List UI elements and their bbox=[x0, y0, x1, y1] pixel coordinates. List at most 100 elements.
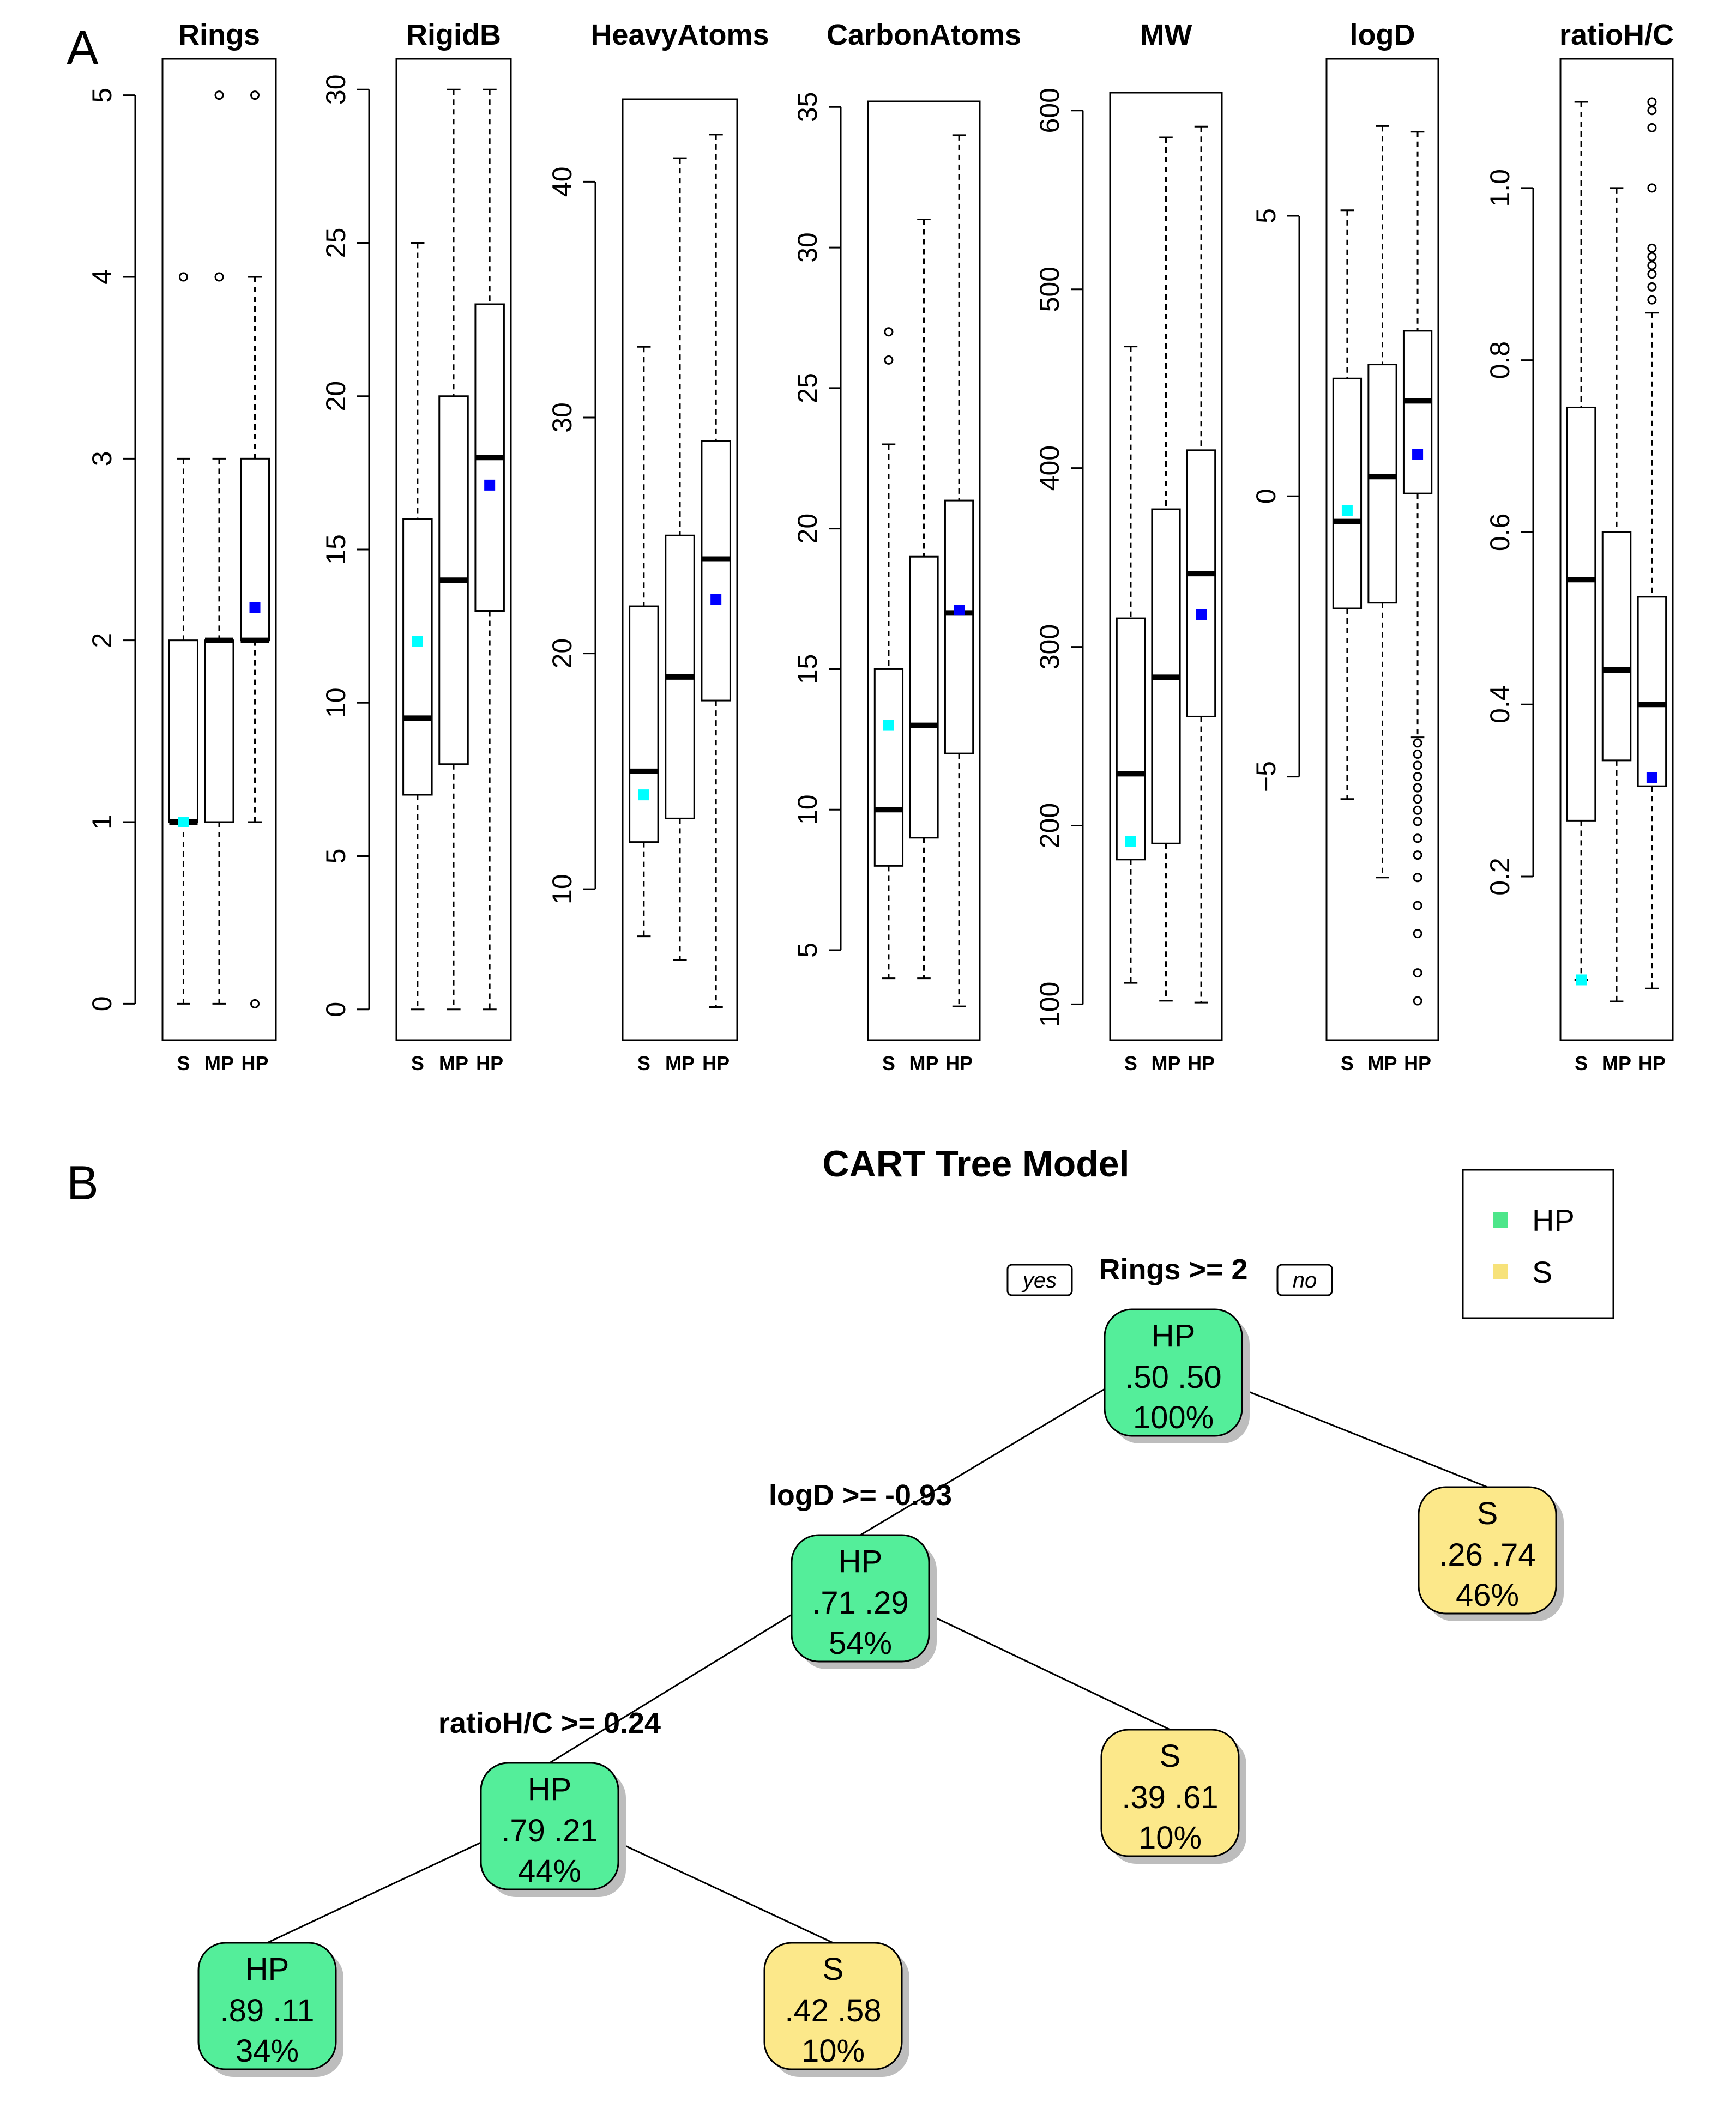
plot-frame bbox=[867, 100, 981, 1041]
y-tick-label: 0.6 bbox=[1485, 514, 1515, 552]
iqr-box bbox=[1186, 449, 1216, 717]
no-label: no bbox=[1293, 1269, 1317, 1292]
box-HP bbox=[474, 88, 505, 1011]
category-label: HP bbox=[242, 1052, 269, 1074]
box-MP bbox=[1367, 125, 1397, 879]
box-MP bbox=[1151, 136, 1181, 1002]
node-box bbox=[1104, 1308, 1243, 1437]
y-tick-label: 35 bbox=[792, 92, 823, 122]
tree-edge bbox=[618, 1841, 834, 1944]
node-box bbox=[197, 1942, 337, 2070]
tree-edge bbox=[860, 1388, 1105, 1536]
y-tick-label: 30 bbox=[321, 74, 351, 105]
tree-edge bbox=[549, 1614, 792, 1764]
y-tick-label: 0 bbox=[321, 1002, 351, 1017]
y-tick-label: 10 bbox=[547, 874, 577, 904]
y-tick-label: 0 bbox=[1251, 488, 1281, 504]
tree-edges bbox=[267, 1388, 1488, 1944]
legend-frame bbox=[1462, 1169, 1614, 1319]
outlier-point bbox=[884, 327, 894, 337]
mean-marker bbox=[1412, 449, 1424, 460]
node-class: S bbox=[1477, 1496, 1498, 1531]
outlier-point bbox=[1413, 833, 1422, 843]
plot-title: ratioH/C bbox=[1559, 19, 1674, 51]
no-box bbox=[1276, 1264, 1333, 1296]
category-label: HP bbox=[476, 1052, 503, 1074]
box-MP bbox=[204, 90, 234, 1005]
plot-title: MW bbox=[1140, 19, 1192, 51]
legend-swatch bbox=[1493, 1212, 1508, 1228]
outlier-point bbox=[1413, 968, 1422, 978]
outlier-point bbox=[214, 272, 224, 282]
category-label: HP bbox=[1404, 1052, 1431, 1074]
node-probs: .42 .58 bbox=[785, 1993, 881, 2028]
node-box bbox=[1418, 1486, 1557, 1615]
node-class: HP bbox=[1152, 1318, 1196, 1354]
outlier-point bbox=[1647, 261, 1657, 270]
mean-marker bbox=[1576, 974, 1587, 986]
y-tick-label: 1.0 bbox=[1485, 169, 1515, 207]
mean-marker bbox=[1125, 836, 1136, 848]
plot-frame bbox=[622, 98, 738, 1041]
outlier-point bbox=[1413, 760, 1422, 770]
outlier-point bbox=[1647, 183, 1657, 193]
iqr-box bbox=[402, 518, 433, 796]
box-HP bbox=[1186, 125, 1216, 1004]
y-tick-label: 0.8 bbox=[1485, 341, 1515, 379]
y-tick-label: 5 bbox=[792, 943, 823, 958]
box-S bbox=[629, 346, 659, 938]
plot-title: CarbonAtoms bbox=[827, 19, 1021, 51]
iqr-box bbox=[873, 668, 904, 867]
plot-title: Rings bbox=[178, 19, 260, 51]
category-label: S bbox=[637, 1052, 650, 1074]
outlier-point bbox=[1413, 805, 1422, 815]
plot-title: HeavyAtoms bbox=[590, 19, 769, 51]
iqr-box bbox=[1601, 531, 1632, 762]
node-percent: 10% bbox=[1138, 1820, 1202, 1856]
y-tick-label: 15 bbox=[792, 654, 823, 685]
node-class: S bbox=[823, 1952, 844, 1987]
legend-label: S bbox=[1532, 1255, 1552, 1289]
y-tick-label: 15 bbox=[321, 534, 351, 565]
plot-frame bbox=[1109, 92, 1223, 1041]
node-percent: 10% bbox=[801, 2033, 865, 2069]
y-tick-label: 30 bbox=[547, 402, 577, 433]
node-percent: 54% bbox=[829, 1626, 892, 1661]
legend-swatch bbox=[1493, 1264, 1508, 1279]
node-probs: .26 .74 bbox=[1439, 1537, 1535, 1573]
y-tick-label: 200 bbox=[1034, 803, 1065, 848]
node-probs: .89 .11 bbox=[220, 1993, 314, 2028]
category-label: HP bbox=[1188, 1052, 1215, 1074]
node-percent: 44% bbox=[518, 1853, 581, 1889]
node-percent: 46% bbox=[1456, 1578, 1519, 1613]
iqr-box bbox=[1402, 330, 1433, 494]
mean-marker bbox=[249, 602, 261, 613]
outlier-point bbox=[250, 999, 260, 1008]
y-tick-label: 20 bbox=[792, 514, 823, 544]
node-box bbox=[763, 1942, 903, 2070]
outlier-point bbox=[1413, 749, 1422, 759]
plot-frame bbox=[395, 58, 512, 1041]
category-label: MP bbox=[439, 1052, 468, 1074]
mean-marker bbox=[412, 636, 423, 647]
category-label: MP bbox=[1368, 1052, 1397, 1074]
y-tick-label: 3 bbox=[87, 451, 117, 466]
category-label: HP bbox=[1638, 1052, 1666, 1074]
box-MP bbox=[665, 157, 695, 961]
iqr-box bbox=[1566, 406, 1596, 822]
tree-edge bbox=[929, 1614, 1171, 1731]
outlier-point bbox=[1413, 738, 1422, 748]
node-box bbox=[791, 1534, 930, 1663]
box-S bbox=[1332, 209, 1363, 800]
y-tick-label: 5 bbox=[87, 88, 117, 103]
node-split-label: ratioH/C >= 0.24 bbox=[438, 1707, 661, 1739]
iqr-box bbox=[1332, 377, 1363, 609]
iqr-box bbox=[204, 639, 234, 823]
tree-edge bbox=[267, 1841, 481, 1944]
y-tick-label: 1 bbox=[87, 814, 117, 830]
